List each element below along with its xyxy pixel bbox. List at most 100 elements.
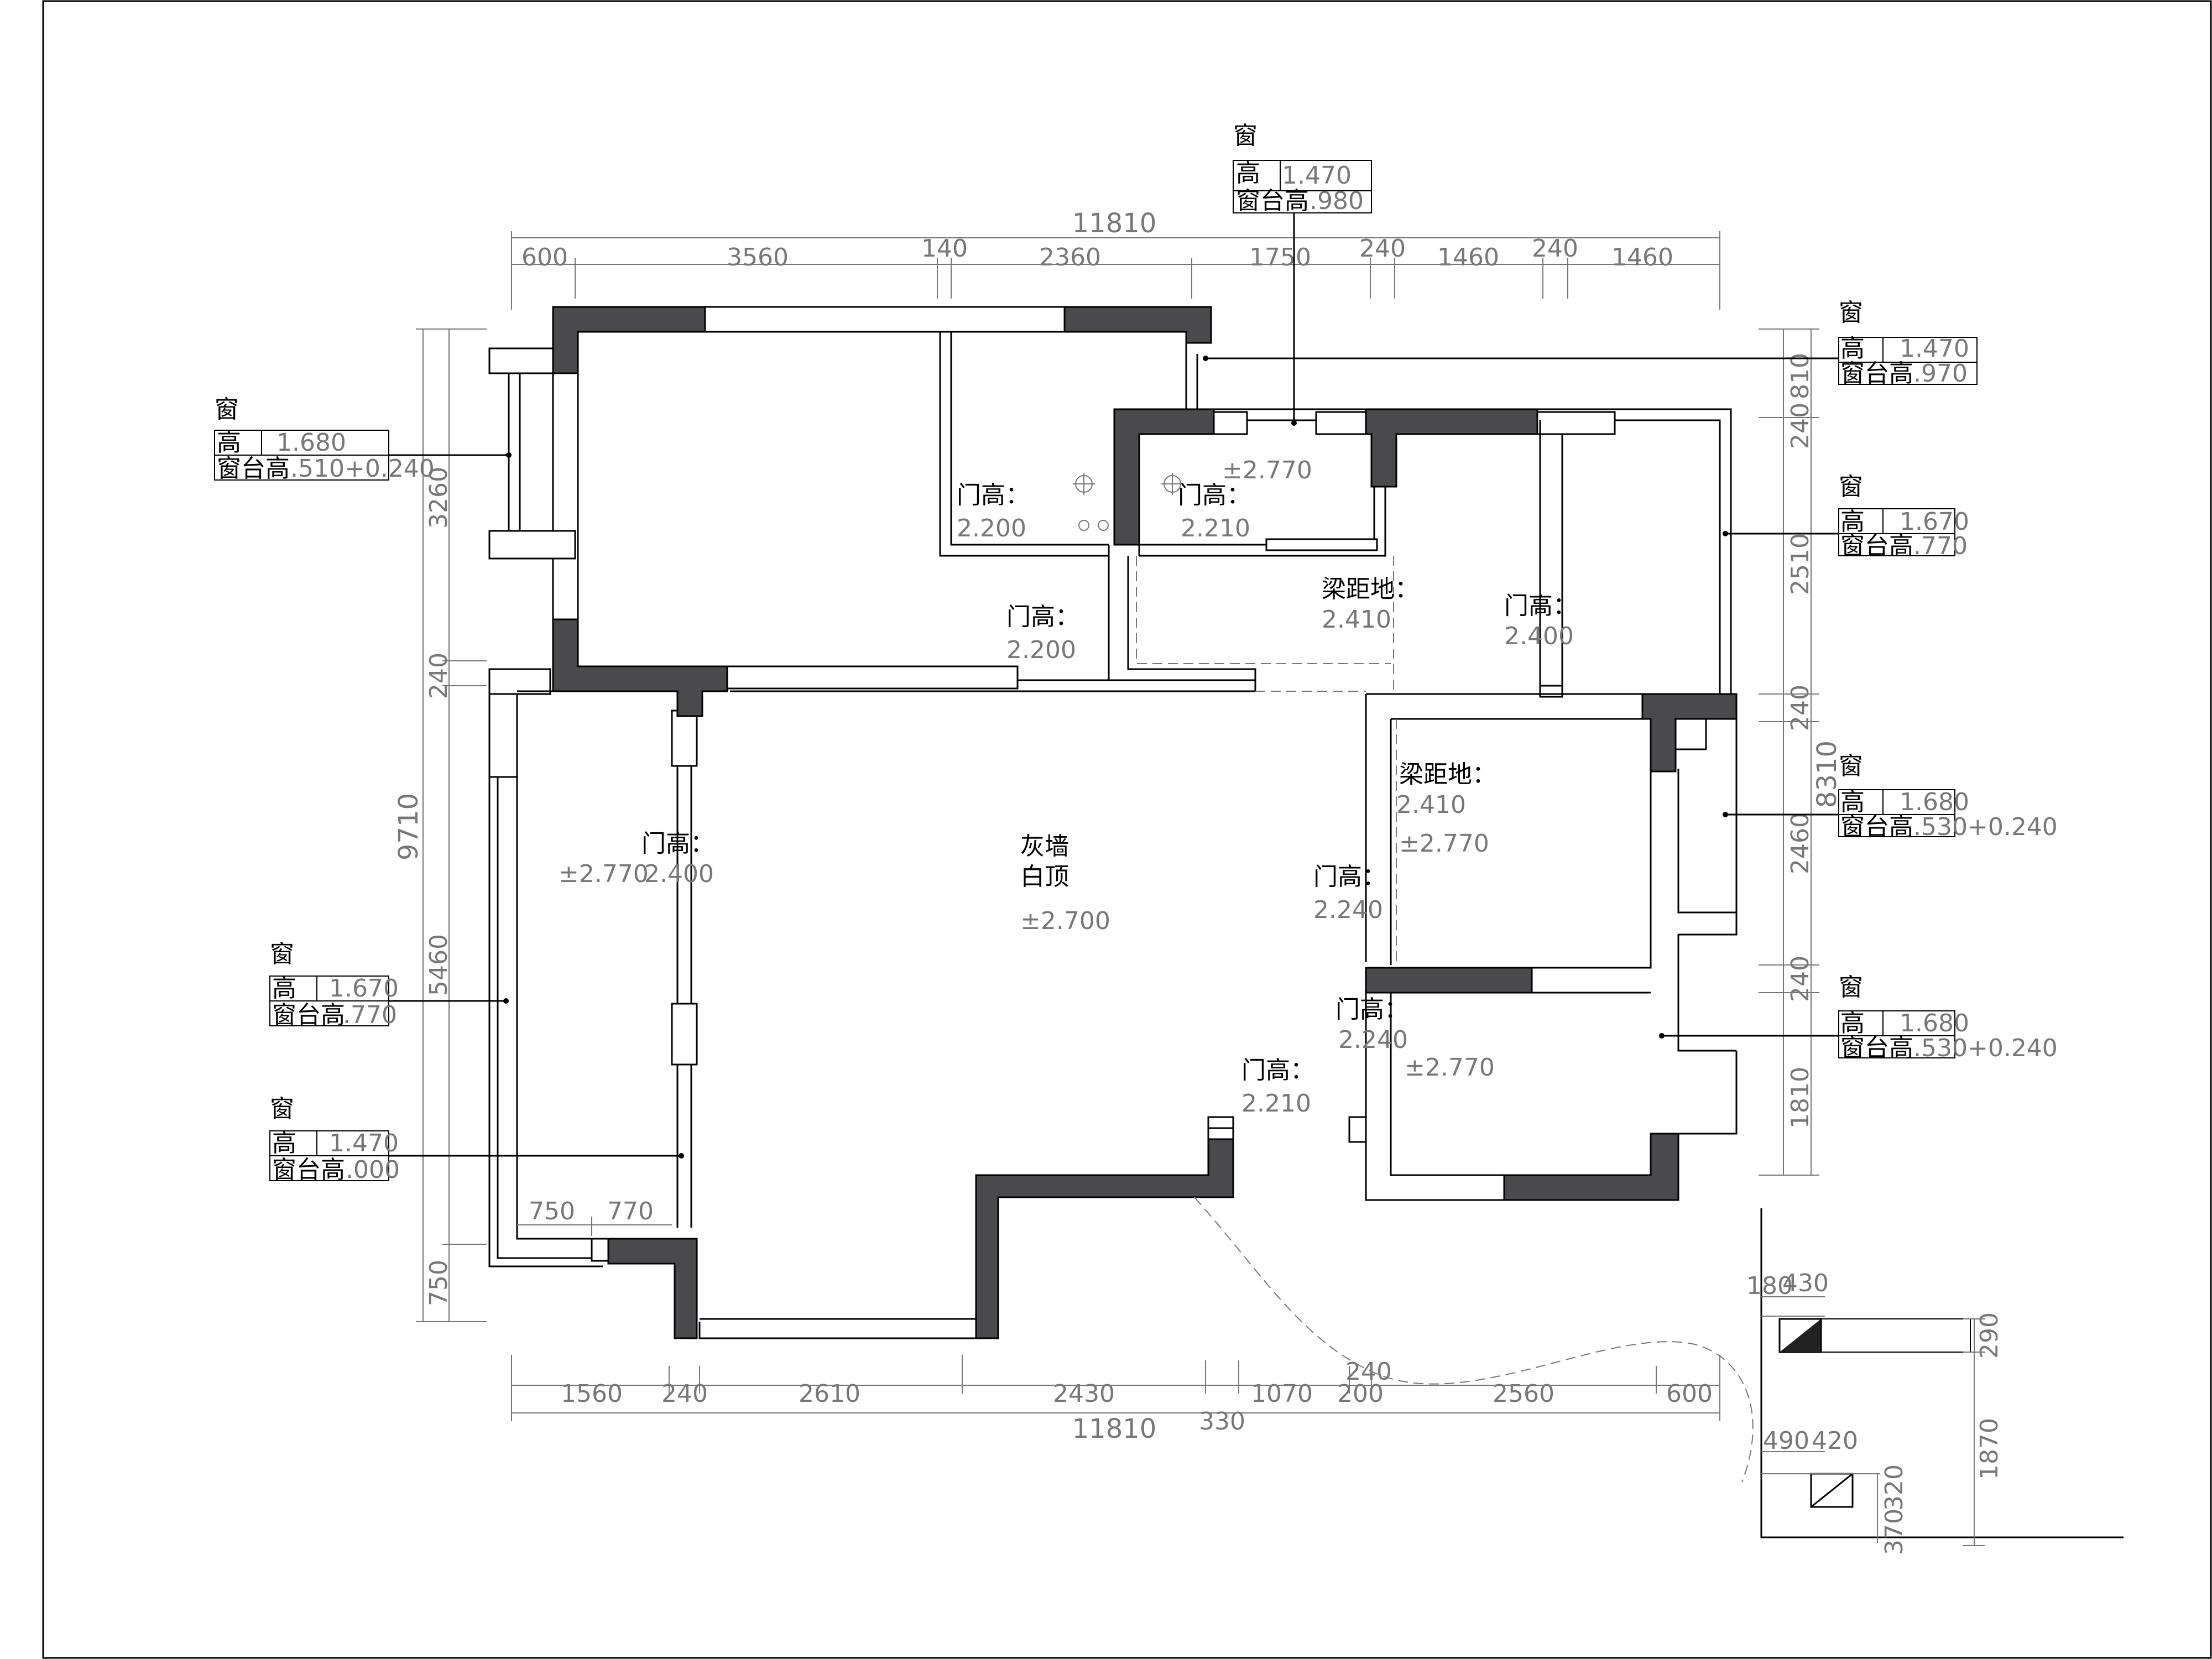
window-title: 窗 <box>1233 122 1258 150</box>
wall-segment <box>1365 408 1538 488</box>
right-dim-7: 1810 <box>1786 1067 1814 1129</box>
detail-dim-8: 1870 <box>1975 1418 2004 1480</box>
window-title: 窗 <box>1839 752 1863 780</box>
right-dim-6: 240 <box>1786 956 1814 1002</box>
top-total-dim: 11810 <box>1072 208 1157 239</box>
right-dim-3: 2510 <box>1786 533 1814 595</box>
door-height-label: 门高： <box>1006 603 1079 631</box>
top-dim-7: 1460 <box>1437 243 1499 272</box>
elevation-value: ±2.700 <box>1020 907 1110 935</box>
window-sill-label: 窗台高 <box>1840 359 1913 388</box>
window-callout-left-1: 窗 高 1.680 窗台高 .510+0.240 <box>214 395 512 483</box>
window-callout-right-4: 窗 高 1.680 窗台高 .530+0.240 <box>1659 973 2058 1062</box>
left-dim-2: 240 <box>425 653 453 699</box>
right-dim-2: 810 <box>1786 353 1814 399</box>
door-height-value: 2.210 <box>1241 1089 1311 1118</box>
door-labels: 门高： 2.200 门高： 2.210 门高： 2.200 门高： 2.400 … <box>641 481 1577 1118</box>
left-dim-4: 750 <box>425 1260 453 1306</box>
window-height-label: 高 <box>1840 508 1865 536</box>
window-height-value: 1.470 <box>1282 161 1352 190</box>
window-title: 窗 <box>1839 473 1863 501</box>
detail-dim-1: 180 <box>1746 1272 1793 1300</box>
bottom-dim-7: 2560 <box>1493 1380 1554 1408</box>
top-dim-6: 240 <box>1359 234 1406 263</box>
window-sill-label: 窗台高 <box>272 1156 345 1184</box>
wall-segment <box>1063 306 1212 344</box>
bottom-dim-5: 1070 <box>1251 1380 1313 1408</box>
window-sill-label: 窗台高 <box>1840 1034 1913 1062</box>
beam-height-value: 2.410 <box>1322 606 1391 634</box>
right-dim-5: 2460 <box>1786 812 1814 874</box>
door-height-label: 门高： <box>1504 592 1577 620</box>
beam-lines <box>1136 556 1754 1483</box>
detail-dim-7: 370 <box>1880 1509 1908 1555</box>
window-sill-value: .530+0.240 <box>1913 1034 2058 1062</box>
wall-segment <box>552 306 706 374</box>
wall-finish-label: 灰墙 <box>1020 832 1069 860</box>
bottom-extra-dim-2: 240 <box>1345 1358 1392 1386</box>
bottom-dim-6: 200 <box>1337 1380 1384 1408</box>
wall-segment <box>1641 693 1738 773</box>
top-dim-3: 140 <box>921 234 968 263</box>
left-dim-3: 5460 <box>425 934 453 996</box>
window-callout-left-2: 窗 高 1.670 窗台高 .770 <box>269 940 509 1029</box>
beam-height-label: 梁距地： <box>1399 760 1496 789</box>
top-dim-9: 1460 <box>1611 243 1673 272</box>
door-swing-arc <box>1194 1197 1754 1483</box>
detail-dim-6: 320 <box>1880 1464 1908 1511</box>
window-sill-label: 窗台高 <box>1840 532 1913 560</box>
ceiling-finish-label: 白顶 <box>1020 863 1069 891</box>
bottom-dimensions: 1560 240 2610 2430 1070 200 2560 600 118… <box>511 1355 1720 1444</box>
window-sill-value: .770 <box>343 1001 397 1029</box>
window-title: 窗 <box>1839 299 1863 327</box>
elevation-value: ±2.770 <box>1399 830 1489 858</box>
elevation-labels: ±2.770 ±2.770 ±2.770 ±2.700 ±2.770 灰墙 白顶 <box>559 456 1495 1082</box>
bottom-dim-3: 2610 <box>799 1380 860 1408</box>
top-dim-4: 2360 <box>1039 243 1101 272</box>
right-total-dim: 8310 <box>1812 740 1843 808</box>
balcony-dimensions: 750 770 <box>517 1197 672 1236</box>
window-sill-label: 窗台高 <box>1236 187 1309 215</box>
bottom-dim-4: 2430 <box>1053 1380 1115 1408</box>
door-height-label: 门高： <box>641 830 714 858</box>
wall-segment <box>552 618 728 717</box>
bottom-dim-8: 600 <box>1666 1380 1713 1408</box>
wall-segment <box>607 1238 698 1339</box>
window-height-value: 1.680 <box>1900 1009 1969 1037</box>
right-dimensions: 8310 240 810 2510 240 2460 240 1810 <box>1759 328 1843 1176</box>
window-sill-value: .770 <box>1913 532 1968 560</box>
window-sill-value: .510+0.240 <box>290 455 435 483</box>
window-height-label: 高 <box>1840 788 1865 816</box>
drain-icon <box>1098 520 1109 531</box>
fixtures <box>1073 473 1183 531</box>
window-title: 窗 <box>215 395 239 424</box>
window-height-label: 高 <box>1840 335 1865 363</box>
balcony-dim-2: 770 <box>607 1197 654 1225</box>
door-height-label: 门高： <box>1313 863 1386 891</box>
window-callout-right-2: 窗 高 1.670 窗台高 .770 <box>1723 473 1969 560</box>
window-title: 窗 <box>1839 973 1863 1001</box>
right-dim-4: 240 <box>1786 685 1814 731</box>
top-dim-2: 3560 <box>727 243 789 272</box>
wall-segment <box>975 1138 1234 1339</box>
window-callout-top: 窗 高 1.470 窗台高 .980 <box>1233 122 1372 426</box>
drain-icon <box>1078 520 1089 531</box>
window-height-value: 1.470 <box>1900 335 1969 363</box>
window-height-label: 高 <box>272 1129 296 1157</box>
window-height-value: 1.680 <box>1900 788 1969 816</box>
detail-dim-4: 490 <box>1763 1427 1809 1455</box>
detail-dim-2: 430 <box>1782 1269 1829 1297</box>
window-sill-value: .530+0.240 <box>1913 813 2058 841</box>
window-height-value: 1.670 <box>329 974 399 1003</box>
window-height-label: 高 <box>217 429 241 457</box>
door-height-value: 2.240 <box>1338 1026 1408 1054</box>
door-height-label: 门高： <box>1241 1056 1314 1084</box>
detail-dim-5: 420 <box>1812 1427 1858 1455</box>
window-sill-value: .970 <box>1913 359 1968 388</box>
elevation-value: ±2.770 <box>1405 1053 1495 1082</box>
window-sill-value: .980 <box>1310 187 1364 215</box>
window-callout-right-1: 窗 高 1.470 窗台高 .970 <box>1203 299 1978 388</box>
window-sill-label: 窗台高 <box>1840 813 1913 841</box>
door-height-value: 2.400 <box>644 860 714 888</box>
bottom-dim-2: 240 <box>661 1380 708 1408</box>
